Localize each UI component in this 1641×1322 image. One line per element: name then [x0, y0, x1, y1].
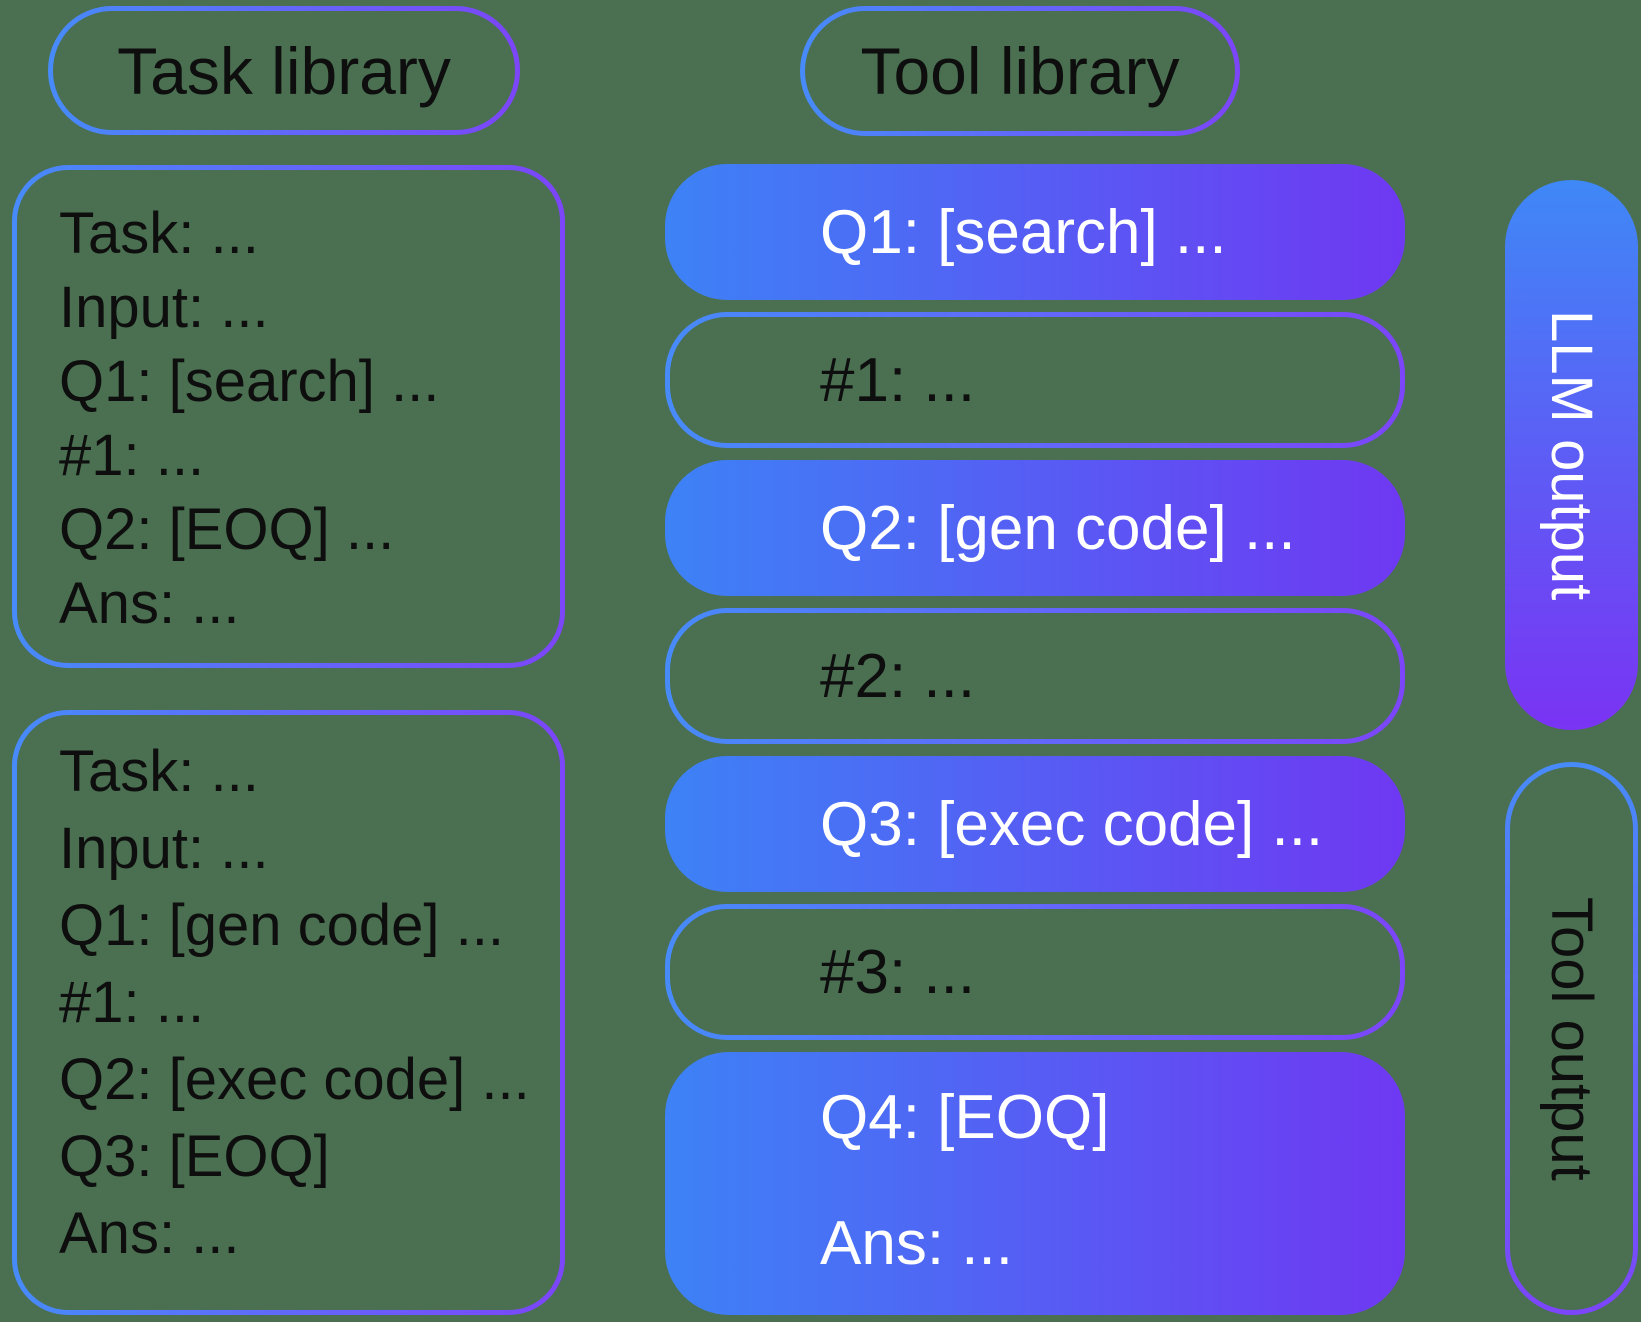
step-ans-label: Ans: ... [820, 1209, 1013, 1278]
task-example-1: Task: ... Input: ... Q1: [search] ... #1… [12, 165, 565, 668]
step-3-label: #3: ... [820, 937, 976, 1007]
task1-line-q1: Q1: [search] ... [59, 349, 440, 414]
task-example-1-panel: Task: ... Input: ... Q1: [search] ... #1… [17, 170, 560, 663]
task2-line-q2: Q2: [exec code] ... [59, 1047, 530, 1112]
task2-line-q3: Q3: [EOQ] [59, 1124, 330, 1189]
step-q3-label: Q3: [exec code] ... [820, 789, 1324, 859]
task2-line-h1: #1: ... [59, 970, 205, 1035]
task-library-header: Task library [48, 6, 520, 135]
tool-output-legend: Tool output [1505, 762, 1638, 1315]
tool-library-title: Tool library [860, 34, 1180, 108]
tool-library-header-panel: Tool library [805, 11, 1235, 131]
step-q2-label: Q2: [gen code] ... [820, 493, 1296, 563]
task2-line-q1: Q1: [gen code] ... [59, 893, 504, 958]
step-q2-llm: Q2: [gen code] ... [665, 460, 1405, 596]
step-q1-label: Q1: [search] ... [820, 197, 1227, 267]
llm-output-label: LLM output [1539, 309, 1604, 601]
task-library-title: Task library [117, 33, 451, 108]
step-3-tool-result: #3: ... [665, 904, 1405, 1040]
task1-line-task: Task: ... [59, 201, 259, 266]
task-example-2: Task: ... Input: ... Q1: [gen code] ... … [12, 710, 565, 1315]
step-q1-llm: Q1: [search] ... [665, 164, 1405, 300]
step-1-tool-result: #1: ... [665, 312, 1405, 448]
tool-library-header: Tool library [800, 6, 1240, 136]
task2-line-ans: Ans: ... [59, 1201, 240, 1266]
task1-line-q2: Q2: [EOQ] ... [59, 497, 395, 562]
task1-line-ans: Ans: ... [59, 571, 240, 636]
task-library-header-panel: Task library [53, 11, 515, 130]
tool-output-panel: Tool output [1510, 767, 1633, 1310]
task2-line-task: Task: ... [59, 739, 259, 804]
llm-output-legend: LLM output [1505, 180, 1638, 730]
tool-output-label: Tool output [1539, 896, 1604, 1181]
task2-line-input: Input: ... [59, 816, 269, 881]
step-2-panel: #2: ... [670, 613, 1400, 739]
step-3-panel: #3: ... [670, 909, 1400, 1035]
step-q3-llm: Q3: [exec code] ... [665, 756, 1405, 892]
task-example-2-panel: Task: ... Input: ... Q1: [gen code] ... … [17, 715, 560, 1310]
step-2-label: #2: ... [820, 641, 976, 711]
step-2-tool-result: #2: ... [665, 608, 1405, 744]
task1-line-h1: #1: ... [59, 423, 205, 488]
step-q4-label: Q4: [EOQ] [820, 1083, 1110, 1152]
task1-line-input: Input: ... [59, 275, 269, 340]
step-1-panel: #1: ... [670, 317, 1400, 443]
step-q4-final-llm: Q4: [EOQ] Ans: ... [665, 1052, 1405, 1315]
step-1-label: #1: ... [820, 345, 976, 415]
